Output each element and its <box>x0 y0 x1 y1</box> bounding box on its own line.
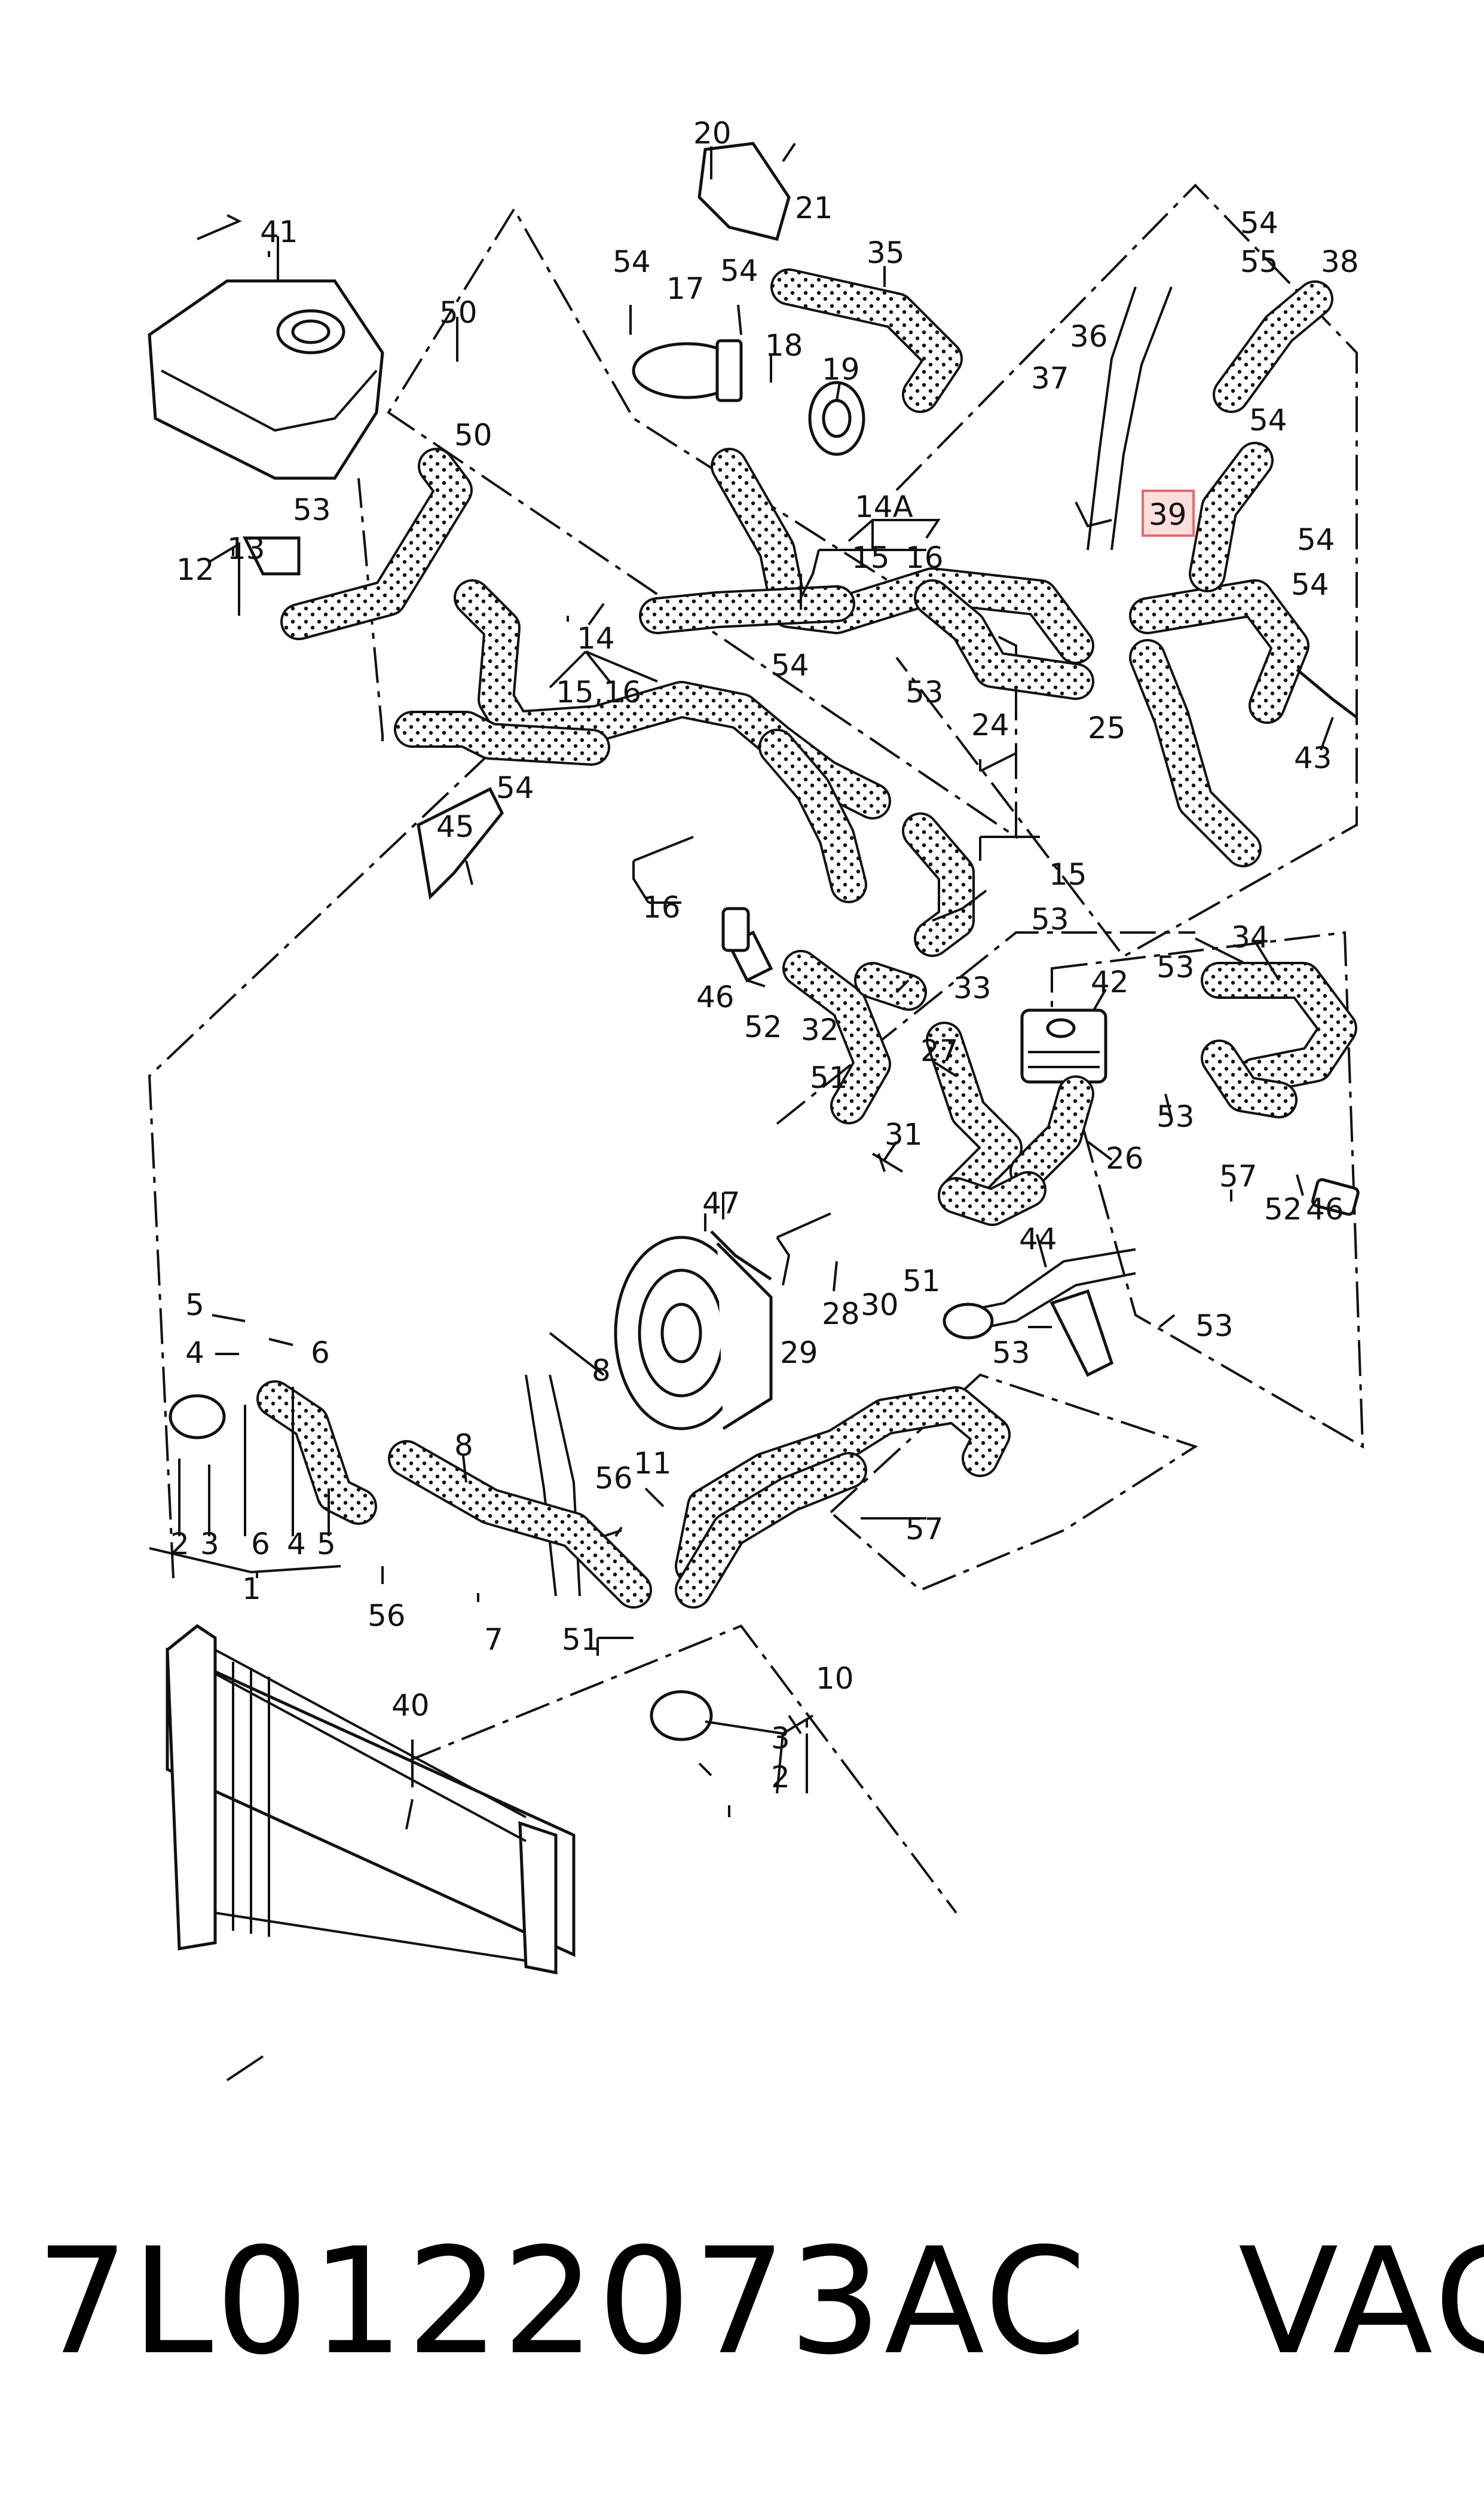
callout-34: 34 <box>1231 920 1269 955</box>
callout-4: 4 <box>185 1335 204 1370</box>
callout-54: 54 <box>720 253 758 288</box>
callout-25: 25 <box>1088 711 1126 745</box>
callout-56: 56 <box>368 1598 406 1633</box>
leader-lines <box>149 142 1334 2081</box>
callout-38: 38 <box>1321 244 1359 279</box>
callout-20: 20 <box>693 116 732 151</box>
callout-53: 53 <box>992 1335 1030 1370</box>
callout-15-16: 15,16 <box>556 675 641 710</box>
callout-51: 51 <box>562 1622 600 1657</box>
callout-53: 53 <box>905 675 944 710</box>
callout-51: 51 <box>902 1264 941 1298</box>
callout-11: 11 <box>634 1446 672 1481</box>
callout-4: 4 <box>287 1527 306 1561</box>
callout-51: 51 <box>810 1060 848 1095</box>
callout-28: 28 <box>822 1297 860 1331</box>
callout-33: 33 <box>953 971 992 1005</box>
callout-52: 52 <box>744 1010 782 1044</box>
highlight-box-39 <box>1142 490 1195 537</box>
callout-15: 15 <box>1049 857 1087 892</box>
callout-42: 42 <box>1091 965 1129 999</box>
callout-29: 29 <box>780 1335 818 1370</box>
coolant-hoses <box>256 268 1357 1609</box>
water-pump <box>614 1236 773 1430</box>
callout-53: 53 <box>1031 902 1069 937</box>
callout-13: 13 <box>227 531 265 566</box>
callout-labels: 20 21 41 54 17 54 35 18 19 50 50 53 13 1… <box>170 116 1359 1794</box>
part-number: 7L0122073AC <box>36 2216 1089 2387</box>
callout-2: 2 <box>170 1527 189 1561</box>
callout-54: 54 <box>496 771 534 805</box>
callout-15: 15 <box>852 540 890 575</box>
callout-39: 39 <box>1149 497 1187 532</box>
callout-44: 44 <box>1019 1222 1057 1257</box>
callout-3: 3 <box>771 1721 790 1756</box>
callout-53: 53 <box>1156 1099 1195 1134</box>
callout-52: 52 <box>1264 1192 1302 1227</box>
callout-54: 54 <box>1249 403 1287 438</box>
callout-53: 53 <box>293 493 331 527</box>
callout-31: 31 <box>885 1117 923 1152</box>
callout-54: 54 <box>771 648 809 683</box>
callout-35: 35 <box>867 236 905 270</box>
callout-2: 2 <box>771 1760 790 1794</box>
callout-50: 50 <box>439 295 478 330</box>
callout-57: 57 <box>1219 1159 1257 1194</box>
brand-label: VAG <box>1238 2216 1484 2387</box>
callout-26: 26 <box>1106 1141 1144 1176</box>
callout-16: 16 <box>905 540 944 575</box>
fittings <box>169 142 1360 1741</box>
callout-27: 27 <box>920 1034 959 1068</box>
callout-16: 16 <box>642 890 681 925</box>
callout-57: 57 <box>905 1512 944 1546</box>
callout-54: 54 <box>1291 567 1329 602</box>
assembly-outlines <box>148 184 1364 1914</box>
callout-10: 10 <box>816 1661 854 1696</box>
callout-40: 40 <box>391 1688 430 1723</box>
callout-14A: 14A <box>855 490 913 524</box>
radiator <box>166 1624 576 1975</box>
coolant-system-diagram: 20 21 41 54 17 54 35 18 19 50 50 53 13 1… <box>148 116 1364 2081</box>
callout-5: 5 <box>185 1288 204 1322</box>
callout-54: 54 <box>1297 522 1335 557</box>
callout-45: 45 <box>436 809 475 844</box>
callout-46: 46 <box>696 980 735 1014</box>
callout-54: 54 <box>613 244 651 279</box>
callout-43: 43 <box>1294 741 1332 775</box>
callout-53: 53 <box>1156 950 1195 985</box>
callout-17: 17 <box>666 271 705 306</box>
callout-53: 53 <box>1195 1309 1234 1343</box>
oil-cooler <box>1020 1008 1107 1084</box>
metal-pipes <box>525 286 1173 1597</box>
callout-8: 8 <box>592 1353 611 1388</box>
callout-47: 47 <box>702 1186 741 1221</box>
callout-7: 7 <box>484 1622 503 1657</box>
callout-41: 41 <box>260 215 298 249</box>
callout-37: 37 <box>1031 361 1069 396</box>
expansion-tank <box>148 279 384 480</box>
callout-50: 50 <box>454 418 492 453</box>
callout-5: 5 <box>317 1527 336 1561</box>
callout-46: 46 <box>1306 1192 1344 1227</box>
callout-3: 3 <box>200 1527 219 1561</box>
callout-6: 6 <box>251 1527 270 1561</box>
footer: 7L0122073AC VAG <box>36 2212 1484 2391</box>
callout-1: 1 <box>242 1572 261 1606</box>
callout-24: 24 <box>971 708 1009 742</box>
callout-55: 55 <box>1240 244 1278 279</box>
callout-12: 12 <box>176 552 215 587</box>
callout-36: 36 <box>1070 319 1108 354</box>
callout-30: 30 <box>861 1288 899 1322</box>
callout-19: 19 <box>822 352 860 387</box>
callout-21: 21 <box>795 191 833 225</box>
callout-18: 18 <box>765 328 803 363</box>
callout-8: 8 <box>454 1428 473 1463</box>
callout-32: 32 <box>801 1013 839 1047</box>
callout-54: 54 <box>1240 206 1278 240</box>
callout-6: 6 <box>311 1335 330 1370</box>
callout-56: 56 <box>595 1461 633 1496</box>
callout-14: 14 <box>577 621 615 656</box>
